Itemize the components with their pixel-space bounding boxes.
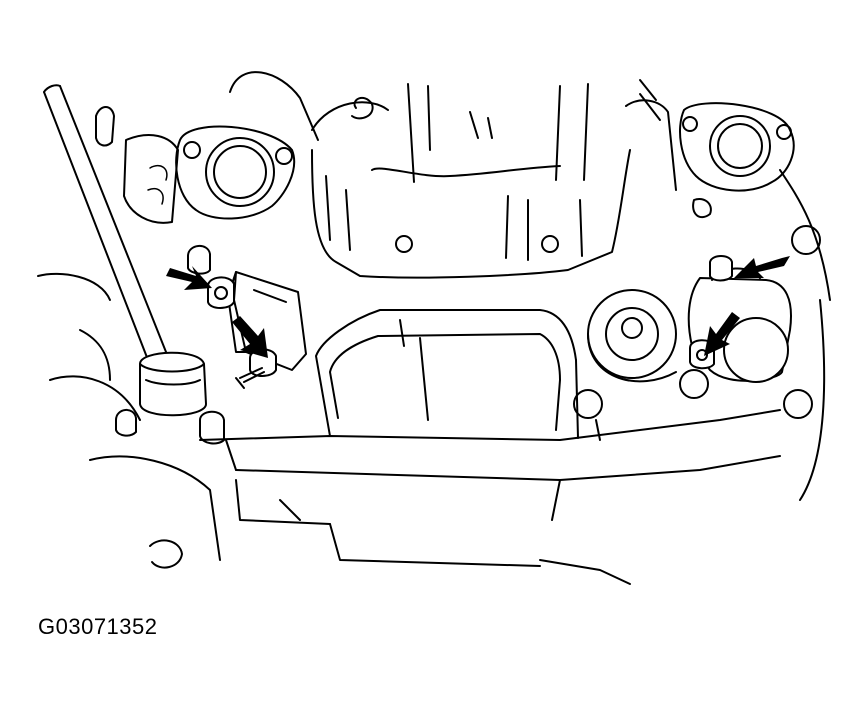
stabilizer-rod <box>43 84 207 417</box>
arrow-lower-right <box>704 312 740 356</box>
arrow-upper-left <box>166 266 212 290</box>
right-exhaust-flange <box>625 99 795 219</box>
arrow-upper-right <box>734 256 790 278</box>
right-engine-mount <box>573 169 831 501</box>
left-engine-mount <box>207 271 307 389</box>
left-exhaust-flange <box>123 125 296 224</box>
arrow-lower-left <box>232 316 268 358</box>
front-crossmember <box>199 309 781 567</box>
figure-id-label: G03071352 <box>38 614 158 639</box>
left-lower-hardware <box>37 106 631 585</box>
engine-block <box>229 71 661 279</box>
